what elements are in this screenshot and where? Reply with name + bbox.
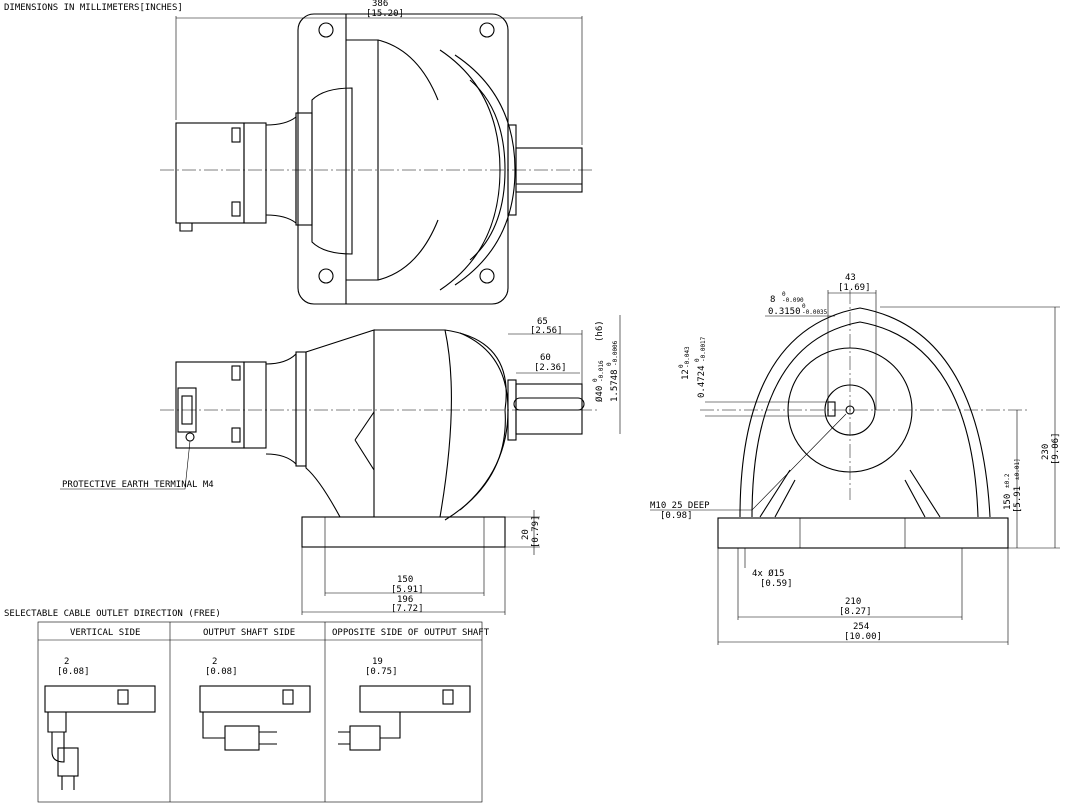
tol-upper: 0 — [678, 364, 685, 368]
dim-254: 254 — [853, 622, 869, 632]
tol-lower: -0.043 — [684, 346, 691, 368]
in-tol-lower: -0.0035 — [802, 309, 828, 316]
table-title: SELECTABLE CABLE OUTLET DIRECTION (FREE) — [4, 609, 221, 619]
offset-in: [0.08] — [57, 667, 90, 677]
in-tol-upper: 0 — [802, 303, 806, 310]
in-tol-upper: 0 — [694, 358, 701, 362]
dim-230: 230 — [1041, 444, 1051, 460]
column-output-shaft-side: OUTPUT SHAFT SIDE — [203, 628, 295, 638]
holes-label-in: [0.59] — [760, 579, 793, 589]
offset-mm: 2 — [64, 657, 69, 667]
column-vertical-side: VERTICAL SIDE — [70, 628, 140, 638]
dim-210: 210 — [845, 597, 861, 607]
dim-150-in: [5.91] — [391, 585, 424, 595]
offset-in: [0.08] — [205, 667, 238, 677]
dim-230-in: [9.06] — [1051, 432, 1061, 465]
in-tol-upper: 0 — [606, 362, 613, 366]
dim-8-in: 0.3150 — [768, 307, 801, 317]
column-opposite-side: OPPOSITE SIDE OF OUTPUT SHAFT — [332, 628, 490, 638]
dim-65: 65 — [537, 317, 548, 327]
tap-label: M10 25 DEEP — [650, 501, 710, 511]
offset-mm: 19 — [372, 657, 383, 667]
in-tol: ±0.01] — [1014, 458, 1021, 480]
dim-shaft-dia: Ø40 — [594, 386, 605, 402]
dim-shaft-dia-in: 1.5748 — [610, 369, 620, 402]
dim-210-in: [8.27] — [839, 607, 872, 617]
dim-60: 60 — [540, 353, 551, 363]
top-view: 386 [15.20] — [160, 0, 595, 305]
tol-lower: -0.090 — [782, 297, 804, 304]
fit-h6: (h6) — [595, 320, 605, 342]
dim-12-in: 0.4724 — [697, 365, 707, 398]
drawing-title: DIMENSIONS IN MILLIMETERS[INCHES] — [4, 3, 183, 13]
tol-lower: -0.016 — [598, 360, 605, 382]
dim-150: 150 — [397, 575, 413, 585]
dim-150-center: 150 — [1003, 494, 1013, 510]
front-view: PROTECTIVE EARTH TERMINAL M4 65 [2.56] 6… — [60, 315, 621, 615]
dim-8: 8 — [770, 295, 775, 305]
dim-60-in: [2.36] — [534, 363, 567, 373]
dim-150-center-in: [5.91 — [1013, 486, 1023, 513]
dim-43: 43 — [845, 273, 856, 283]
dim-20-in: [0.79] — [531, 515, 541, 548]
in-tol-lower: -0.0006 — [612, 340, 619, 366]
tap-label-in: [0.98] — [660, 511, 693, 521]
tol: ±0.2 — [1004, 473, 1011, 488]
dim-65-in: [2.56] — [530, 326, 563, 336]
cable-outlet-table: SELECTABLE CABLE OUTLET DIRECTION (FREE)… — [4, 609, 490, 803]
dim-12: 12 — [681, 369, 691, 380]
dim-43-in: [1.69] — [838, 283, 871, 293]
side-view: 43 [1.69] 8 0 -0.090 0.3150 0 -0.0035 12… — [650, 273, 1061, 645]
dim-196-in: [7.72] — [391, 604, 424, 614]
dim-254-in: [10.00] — [844, 632, 882, 642]
dim-196: 196 — [397, 595, 413, 605]
offset-in: [0.75] — [365, 667, 398, 677]
earth-terminal-label: PROTECTIVE EARTH TERMINAL M4 — [62, 480, 214, 490]
dim-20: 20 — [521, 529, 531, 540]
tol-upper: 0 — [592, 378, 599, 382]
dim-386: 386 — [372, 0, 388, 9]
offset-mm: 2 — [212, 657, 217, 667]
in-tol-lower: -0.0017 — [700, 336, 707, 362]
holes-label: 4x Ø15 — [752, 568, 785, 579]
tol-upper: 0 — [782, 291, 786, 298]
